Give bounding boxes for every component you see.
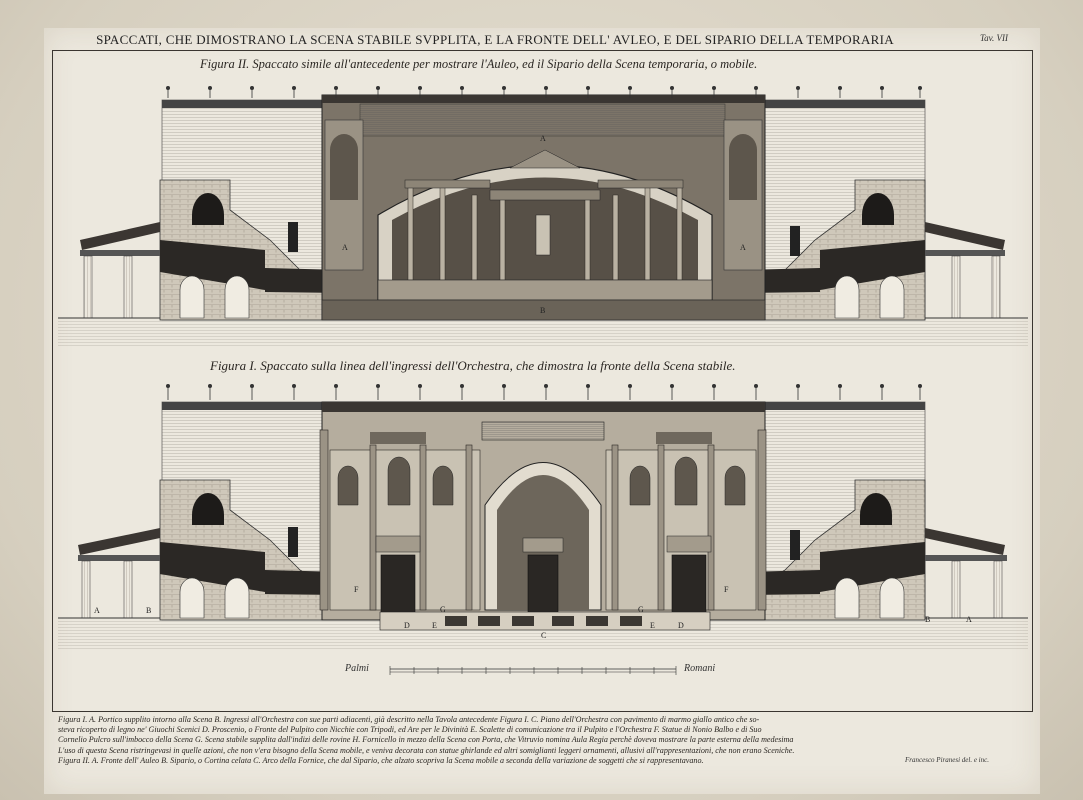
- label-f-right: F: [724, 585, 729, 594]
- label-b-right: B: [925, 615, 930, 624]
- label-e-left: E: [432, 621, 437, 630]
- scale-bar: [389, 666, 677, 675]
- note-line: L'uso di questa Scena ristringevasi in q…: [58, 745, 795, 755]
- label-f-left: F: [354, 585, 359, 594]
- explanatory-notes: Figura I. A. Portico supplito intorno al…: [58, 715, 1033, 766]
- label-e-right: E: [650, 621, 655, 630]
- engraver-signature: Francesco Piranesi del. e inc.: [905, 756, 989, 764]
- label-g-right: G: [638, 605, 644, 614]
- scale-label-romani: Romani: [684, 663, 716, 674]
- label-a-right-top: A: [740, 243, 746, 252]
- label-a-left: A: [94, 606, 100, 615]
- plate-number: Tav. VII: [980, 33, 1008, 43]
- label-a-center-top: A: [540, 134, 546, 143]
- label-g-left: G: [440, 605, 446, 614]
- figure-bottom-caption: Figura I. Spaccato sulla linea dell'ingr…: [210, 358, 736, 373]
- scale-label-palmi: Palmi: [345, 663, 369, 674]
- note-line: Figura I. A. Portico supplito intorno al…: [58, 715, 760, 724]
- label-b-left: B: [146, 606, 151, 615]
- figure-one-section: A B B A D E C E D G G F F: [58, 384, 1028, 650]
- label-a-right: A: [966, 615, 972, 624]
- plate-title: SPACCATI, CHE DIMOSTRANO LA SCENA STABIL…: [96, 32, 894, 47]
- label-a-left-top: A: [342, 243, 348, 252]
- note-line: Cornelio Pulcro sull'imbocco della Scena…: [58, 735, 794, 745]
- label-d-left: D: [404, 621, 410, 630]
- label-b-top: B: [540, 306, 545, 315]
- figure-two-section: A A A B: [58, 86, 1028, 348]
- label-d-right: D: [678, 621, 684, 630]
- note-line: steva ricoperto di legno ne' Giuochi Sce…: [58, 725, 762, 735]
- label-c: C: [541, 631, 546, 640]
- note-line: Figura II. A. Fronte dell' Auleo B. Sipa…: [58, 755, 704, 765]
- figure-top-caption: Figura II. Spaccato simile all'anteceden…: [200, 57, 758, 71]
- plate-frame: [52, 50, 1033, 712]
